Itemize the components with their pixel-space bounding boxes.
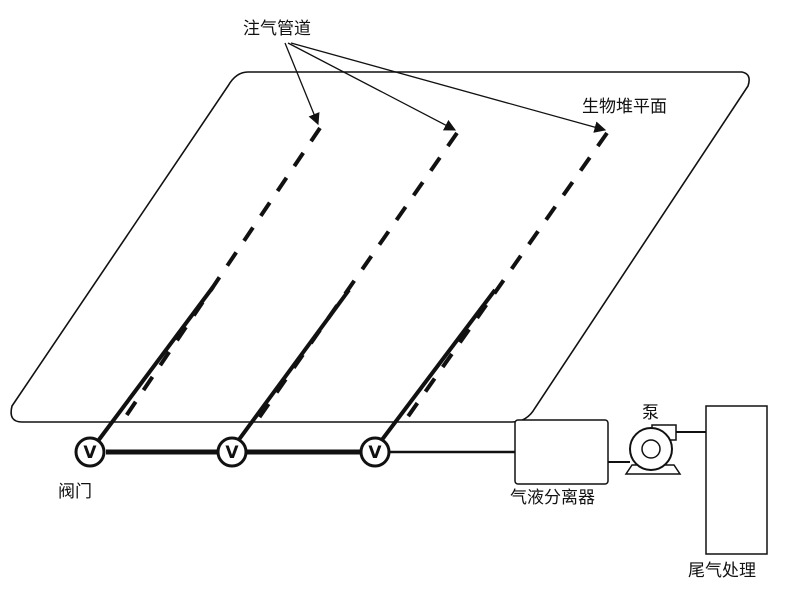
pipe-3-solid [376, 288, 497, 447]
arrow-to-pipe-3 [290, 42, 607, 133]
injection-pipe-label: 注气管道 [243, 19, 311, 39]
gas-liquid-separator [514, 419, 609, 485]
pile-surface-outline [10, 71, 750, 423]
arrow-to-pipe-1 [284, 42, 320, 126]
valve-2: V [216, 436, 248, 468]
pump-label: 泵 [642, 403, 659, 423]
pile-surface-label: 生物堆平面 [582, 97, 667, 117]
exhaust-treatment-label: 尾气处理 [688, 561, 756, 581]
arrow-to-pipe-2 [287, 42, 457, 131]
exhaust-treatment-unit [705, 405, 768, 555]
separator-label: 气液分离器 [510, 488, 595, 508]
pipe-3-dashed [400, 131, 609, 427]
pipe-2-solid [233, 288, 351, 447]
pump-icon [624, 424, 682, 475]
valve-3-symbol: V [368, 443, 382, 463]
valve-2-symbol: V [225, 443, 239, 463]
pipe-1-solid [93, 285, 215, 447]
valve-1: V [74, 436, 106, 468]
valve-1-symbol: V [83, 443, 97, 463]
valve-label: 阀门 [58, 482, 92, 502]
valve-3: V [359, 436, 391, 468]
pipe-1-dashed [118, 126, 322, 427]
